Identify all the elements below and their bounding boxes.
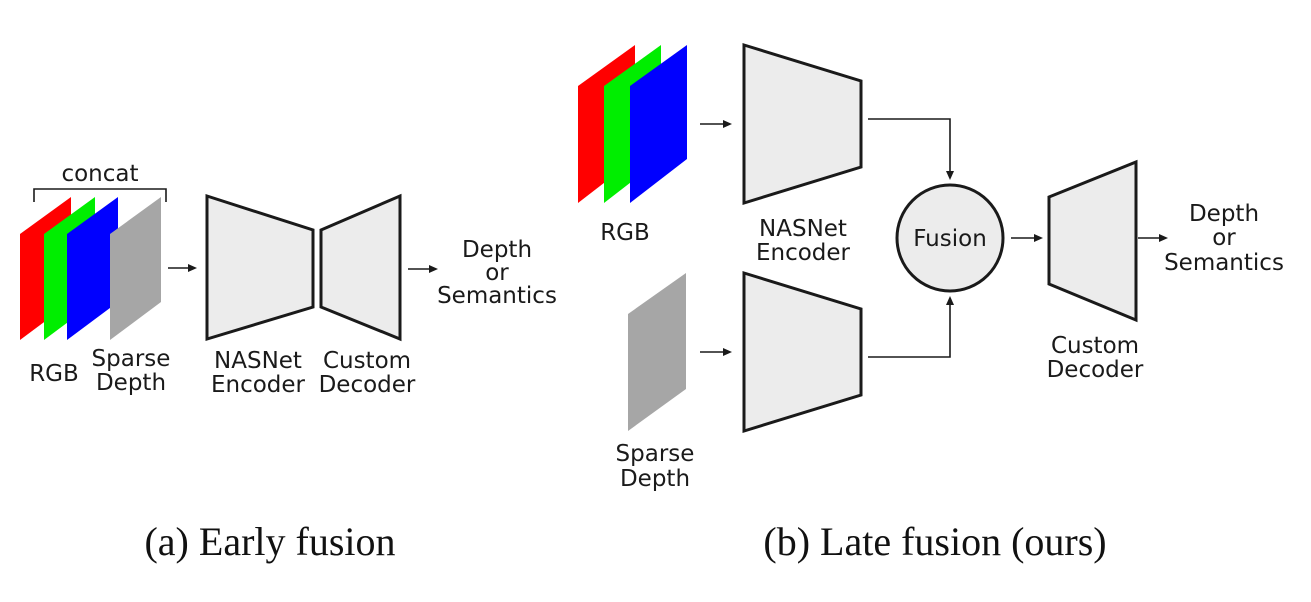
output-label-line3: Semantics [1164, 250, 1284, 276]
depth-to-fusion-connector [868, 304, 951, 358]
arrow-head-icon [1159, 234, 1168, 242]
arrow-head-icon [723, 348, 732, 356]
rgb-to-fusion-connector [868, 118, 951, 172]
caption-early-fusion: (a) Early fusion [144, 519, 395, 564]
caption-late-fusion: (b) Late fusion (ours) [763, 519, 1106, 564]
sparse-depth-label-line1: Sparse [92, 346, 171, 372]
arrow-head-icon [1034, 234, 1043, 242]
output-label-line2: or [485, 260, 509, 286]
decoder-label-line1: Custom [1051, 333, 1139, 359]
arrow-head-icon [946, 171, 954, 180]
encoder-label-line1: NASNet [214, 348, 302, 374]
decoder-label-line2: Decoder [1047, 357, 1144, 383]
fusion-node [895, 183, 1005, 293]
sparse-depth-slab [110, 197, 161, 340]
custom-decoder-block [319, 193, 402, 342]
encoder-label-line2: Encoder [756, 240, 851, 266]
custom-decoder-block [1047, 159, 1138, 323]
early-fusion-panel: concat RGB Sparse Depth NASNet Encoder C… [20, 161, 557, 564]
depth-nasnet-encoder-block [742, 270, 863, 434]
arrow-head-icon [429, 265, 438, 273]
sparse-depth-label-line1: Sparse [616, 441, 695, 467]
late-fusion-panel: RGB Sparse Depth NASNet Encoder Fusion C… [578, 42, 1284, 564]
arrow-head-icon [723, 120, 732, 128]
decoder-label-line2: Decoder [319, 372, 416, 398]
fusion-label: Fusion [913, 226, 987, 252]
rgb-label: RGB [600, 220, 650, 246]
concat-label: concat [61, 161, 138, 187]
decoder-label-line1: Custom [323, 348, 411, 374]
sparse-depth-label-line2: Depth [96, 370, 166, 396]
rgb-nasnet-encoder-block [742, 42, 863, 206]
concat-bracket [33, 188, 167, 202]
nasnet-encoder-block [205, 193, 315, 342]
blue-channel-slab [630, 45, 687, 203]
sparse-depth-label-line2: Depth [620, 466, 690, 492]
blue-channel-slab [67, 197, 118, 340]
arrow-head-icon [188, 264, 197, 272]
encoder-label-line1: NASNet [759, 216, 847, 242]
arrow-head-icon [946, 296, 954, 305]
output-label-line3: Semantics [437, 283, 557, 309]
output-label-line1: Depth [462, 237, 532, 263]
sparse-depth-slab [628, 273, 686, 431]
rgb-label: RGB [29, 361, 79, 387]
encoder-label-line2: Encoder [211, 372, 306, 398]
output-label-line1: Depth [1189, 201, 1259, 227]
output-label-line2: or [1212, 225, 1236, 251]
